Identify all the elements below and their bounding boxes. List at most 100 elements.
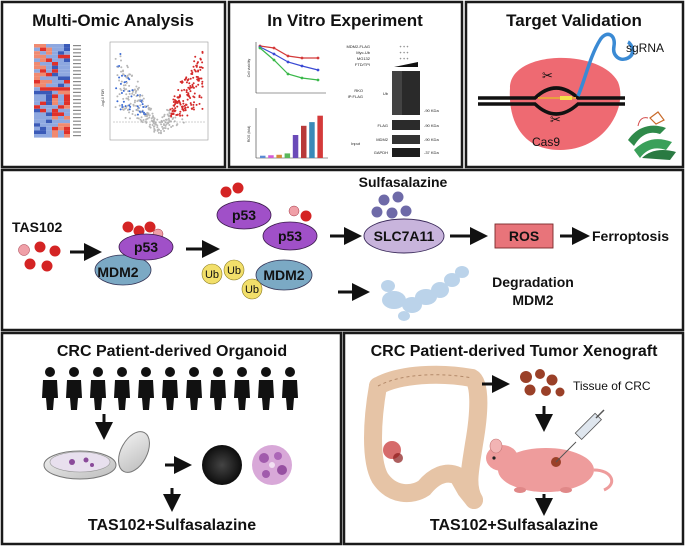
volcano-point [128, 90, 131, 93]
tumor-tissue-icon [520, 369, 565, 397]
ftd-gradient-wedge [394, 62, 418, 67]
volcano-point [159, 129, 162, 132]
sgrna-strand [576, 32, 635, 97]
volcano-point [170, 125, 173, 128]
volcano-point [171, 110, 174, 113]
volcano-point [118, 79, 121, 82]
heatmap-cell [58, 134, 64, 138]
volcano-point [196, 62, 199, 65]
person-icon [66, 367, 82, 410]
volcano-point [172, 98, 175, 101]
volcano-point [184, 78, 187, 81]
volcano-point [120, 70, 123, 73]
heatmap-cell [46, 65, 52, 70]
heatmap-cell [46, 116, 52, 120]
ros-label: ROS [509, 228, 539, 244]
heatmap-cell [34, 98, 40, 102]
volcano-point [149, 123, 152, 126]
heatmap-row-label [73, 131, 81, 133]
volcano-point [136, 87, 139, 90]
volcano-point [130, 74, 133, 77]
heatmap-row-label [73, 120, 81, 122]
heatmap-cell [58, 47, 64, 52]
volcano-point [120, 66, 123, 69]
volcano-point [174, 116, 177, 119]
heatmap-row-label [73, 124, 81, 126]
heatmap-cell [46, 119, 52, 124]
heatmap-row-label [73, 106, 81, 108]
p53-label-2: p53 [232, 207, 256, 223]
blot-flag-band [392, 120, 420, 130]
heatmap-cell [58, 76, 64, 80]
heatmap-cell [40, 62, 46, 66]
heatmap-cell [40, 101, 46, 106]
volcano-point [178, 100, 181, 103]
volcano-point [191, 72, 194, 75]
heatmap-row-label [73, 70, 81, 72]
heatmap-cell [64, 54, 70, 59]
volcano-point [146, 104, 149, 107]
volcano-point [195, 75, 198, 78]
blot-group-rko: RKO [354, 88, 363, 93]
tas102-label: TAS102 [12, 219, 63, 235]
heatmap-cell [58, 116, 64, 120]
heatmap [34, 44, 81, 138]
volcano-point [186, 98, 189, 101]
heatmap-row-label [73, 99, 81, 101]
volcano-point [195, 64, 198, 67]
volcano-point [128, 84, 131, 87]
heatmap-cell [40, 72, 46, 77]
heatmap-cell [40, 51, 46, 55]
heatmap-cell [64, 44, 70, 48]
volcano-point [144, 105, 147, 108]
volcano-point [201, 85, 204, 88]
volcano-point [159, 132, 162, 135]
volcano-point [183, 104, 186, 107]
heatmap-cell [52, 119, 58, 124]
ros-bar [317, 115, 323, 158]
volcano-point [179, 80, 182, 83]
sulfasalazine-dots [371, 191, 412, 219]
heatmap-cell [52, 54, 58, 59]
volcano-point [129, 117, 132, 120]
volcano-point [189, 86, 192, 89]
volcano-point [193, 96, 196, 99]
heatmap-cell [52, 105, 58, 109]
volcano-point [160, 120, 163, 123]
volcano-point [144, 120, 147, 123]
cas9-protein [509, 57, 621, 150]
ros-bar [268, 155, 274, 158]
heatmap-cell [34, 69, 40, 73]
heatmap-cell [58, 65, 64, 70]
volcano-point [144, 114, 147, 117]
heatmap-row-label [73, 91, 81, 93]
heatmap-row-label [73, 52, 81, 54]
volcano-point [195, 103, 198, 106]
heatmap-cell [46, 58, 52, 62]
volcano-point [168, 119, 171, 122]
heatmap-cell [46, 134, 52, 138]
volcano-point [166, 108, 169, 111]
heatmap-cell [40, 76, 46, 80]
heatmap-cell [58, 69, 64, 73]
volcano-point [132, 103, 135, 106]
p53-free: p53 p53 [216, 182, 318, 251]
blot-label-flag: FLAG [378, 123, 388, 128]
heatmap-cell [64, 87, 70, 91]
volcano-point [199, 68, 202, 71]
heatmap-cell [46, 126, 52, 131]
heatmap-cell [46, 130, 52, 134]
blot-cond-3: MG132 [357, 56, 371, 61]
volcano-point [176, 101, 179, 104]
volcano-point [163, 115, 166, 118]
volcano-point [182, 99, 185, 102]
volcano-point [139, 118, 142, 121]
heatmap-cell [58, 90, 64, 95]
person-icon [114, 367, 130, 410]
volcano-point [181, 118, 184, 121]
organoid-he-stain [252, 445, 292, 485]
volcano-point [174, 107, 177, 110]
volcano-point [153, 130, 156, 133]
volcano-point [197, 70, 200, 73]
volcano-point [200, 96, 203, 99]
